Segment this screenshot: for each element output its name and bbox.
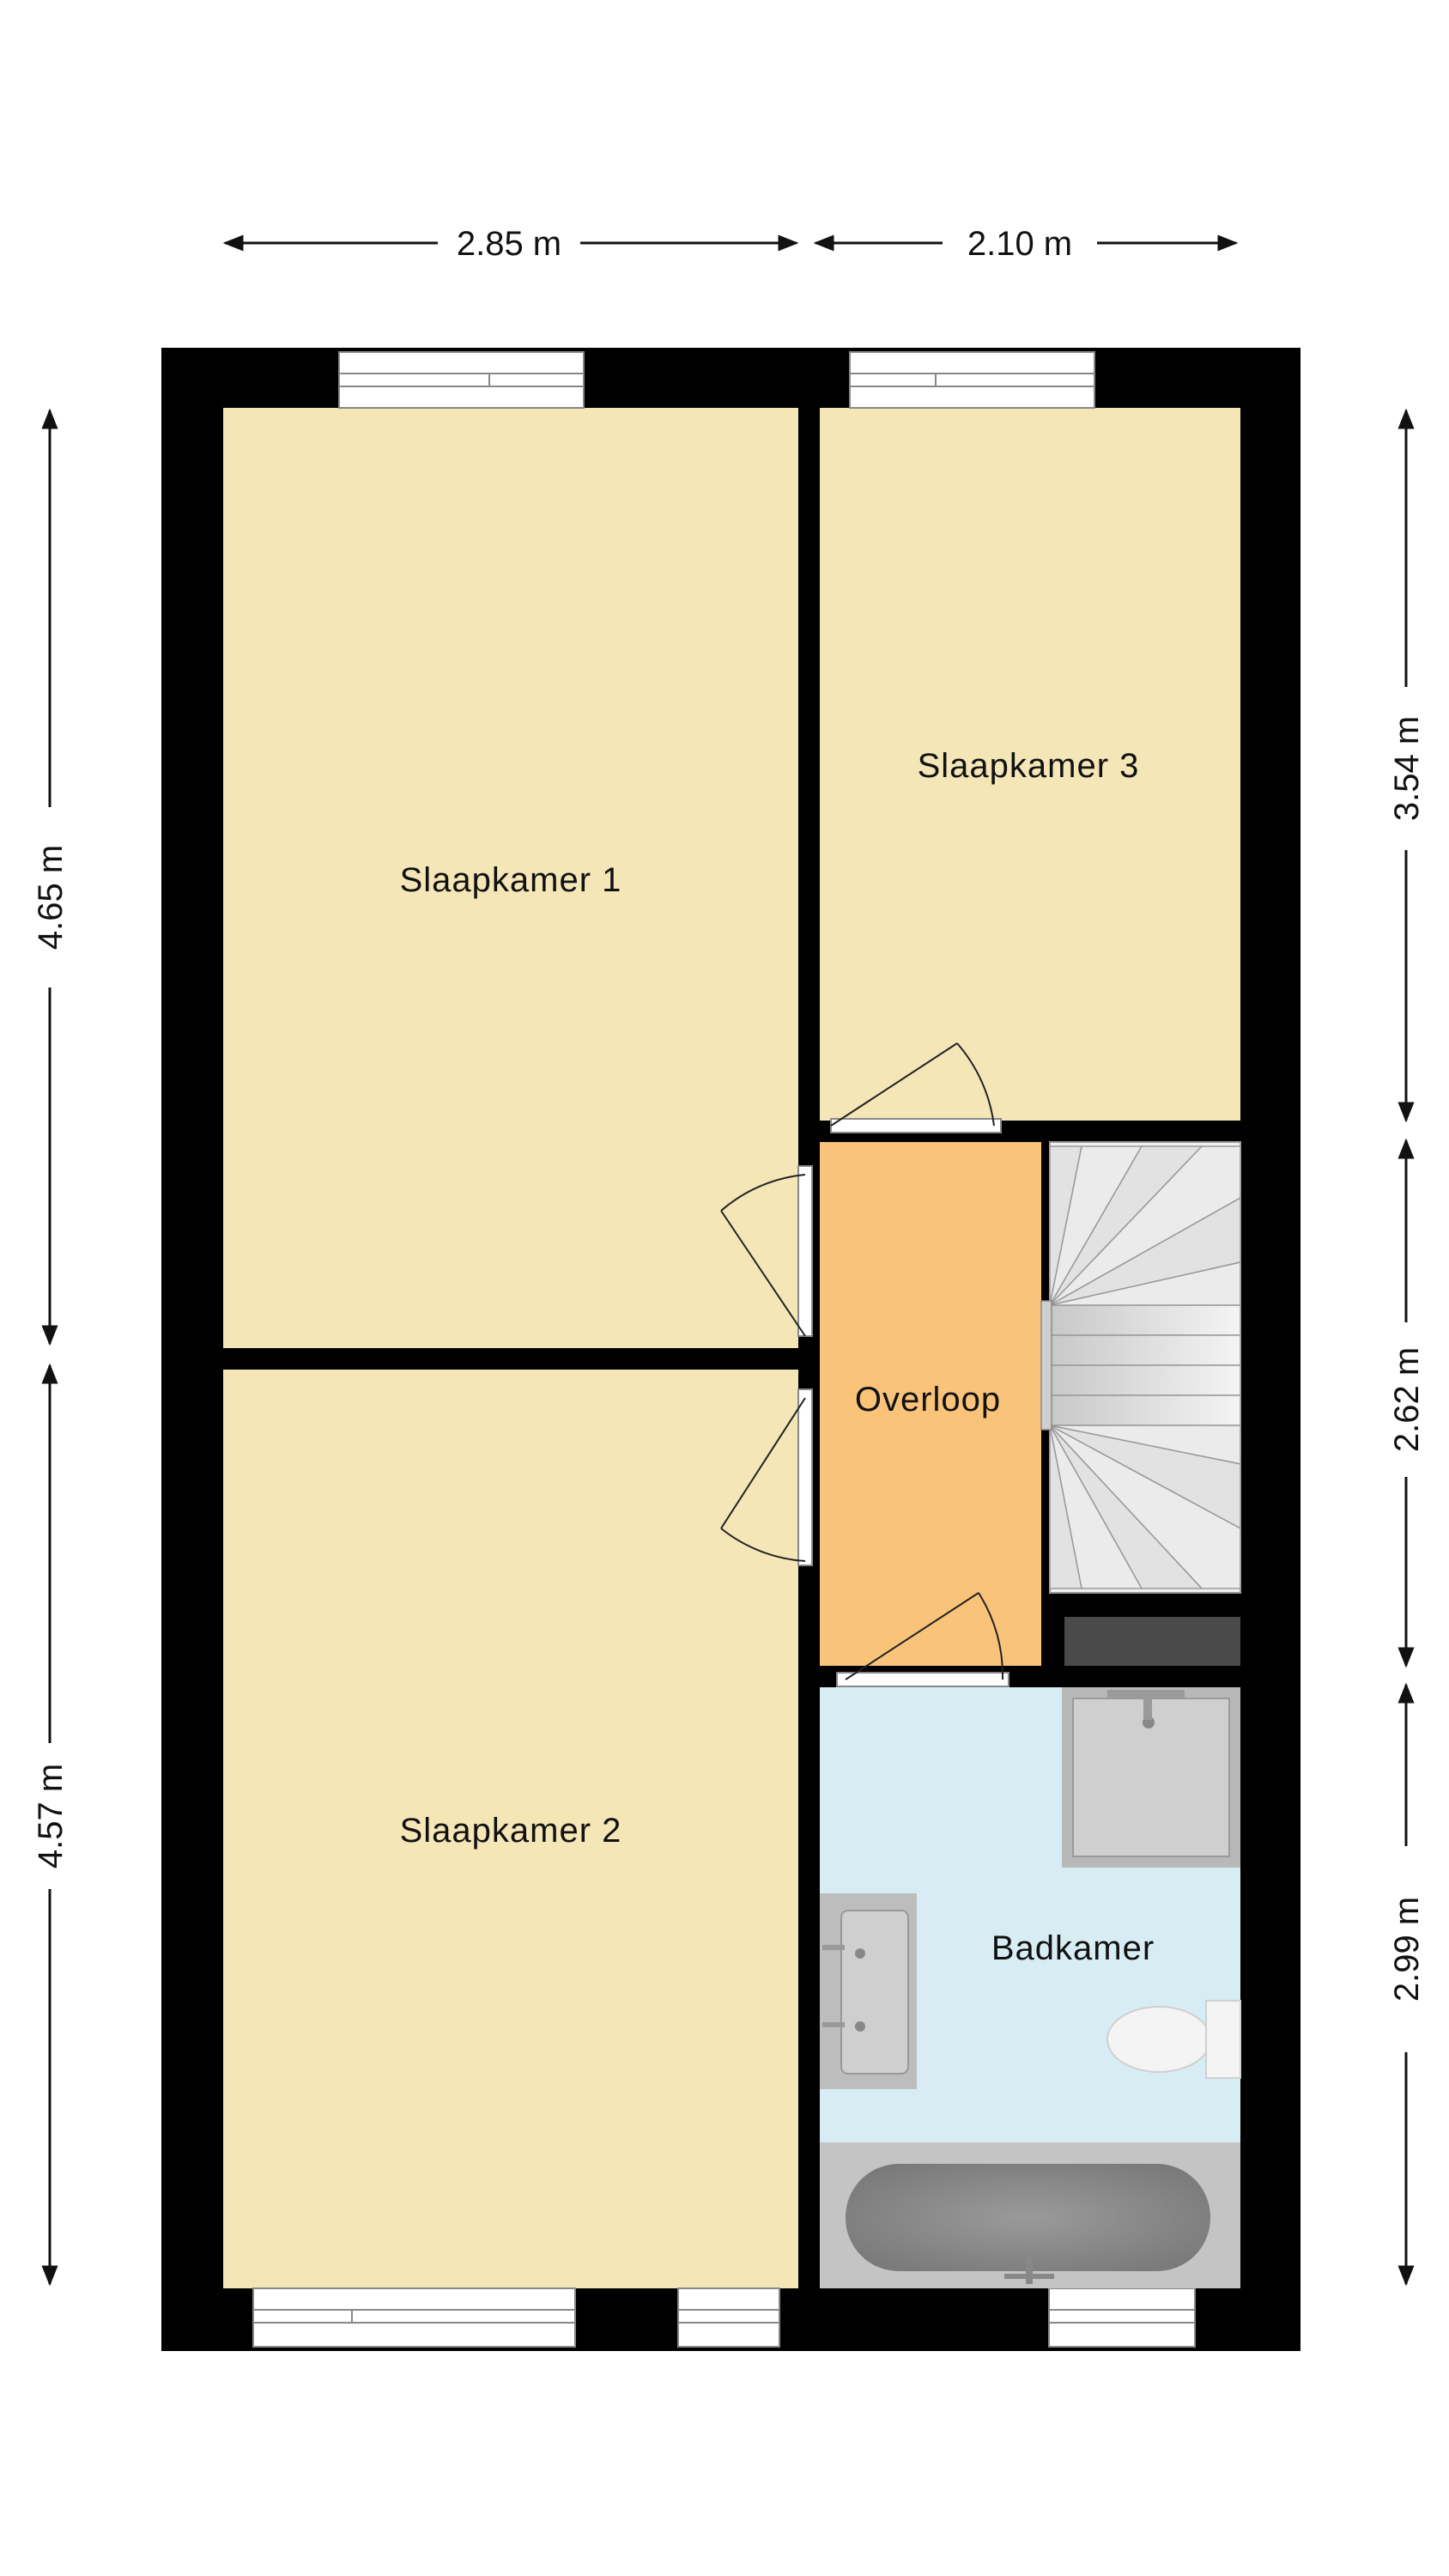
room-label-slaapkamer-1: Slaapkamer 1: [400, 861, 622, 899]
window-icon: [1048, 2287, 1196, 2348]
door-swing-icon: [836, 1592, 1009, 1687]
floor-slaapkamer-3: [820, 408, 1240, 1121]
dimension-left-upper: 4.65 m: [32, 845, 70, 950]
dimension-right-top: 3.54 m: [1388, 716, 1426, 821]
dimension-right-bottom: 2.99 m: [1388, 1897, 1426, 2002]
window-icon: [338, 351, 585, 409]
dimension-right-middle: 2.62 m: [1388, 1347, 1426, 1452]
window-icon: [252, 2287, 576, 2348]
shower-icon: [1062, 1687, 1240, 1868]
room-label-slaapkamer-3: Slaapkamer 3: [918, 747, 1140, 785]
window-icon: [677, 2287, 780, 2348]
floor-overloop: [820, 1142, 1041, 1666]
room-label-slaapkamer-2: Slaapkamer 2: [400, 1812, 622, 1850]
bathtub-icon: [820, 2142, 1240, 2288]
floor-slaapkamer-2: [223, 1370, 798, 2288]
toilet-icon: [1106, 2000, 1241, 2079]
dimension-left-lower: 4.57 m: [32, 1764, 70, 1868]
dimension-top-right: 2.10 m: [967, 225, 1072, 263]
room-label-badkamer: Badkamer: [991, 1929, 1155, 1967]
door-swing-icon: [830, 1042, 1002, 1133]
room-label-overloop: Overloop: [855, 1381, 1001, 1419]
sink-icon: [820, 1893, 917, 2089]
dimension-lines: [41, 234, 1415, 2287]
window-icon: [849, 351, 1095, 409]
dimension-top-left: 2.85 m: [457, 225, 561, 263]
shaft: [1064, 1617, 1240, 1666]
stairs-icon: [1040, 1141, 1241, 1594]
door-swing-icon: [720, 1388, 813, 1566]
floor-slaapkamer-1: [223, 408, 798, 1348]
door-swing-icon: [720, 1165, 813, 1337]
